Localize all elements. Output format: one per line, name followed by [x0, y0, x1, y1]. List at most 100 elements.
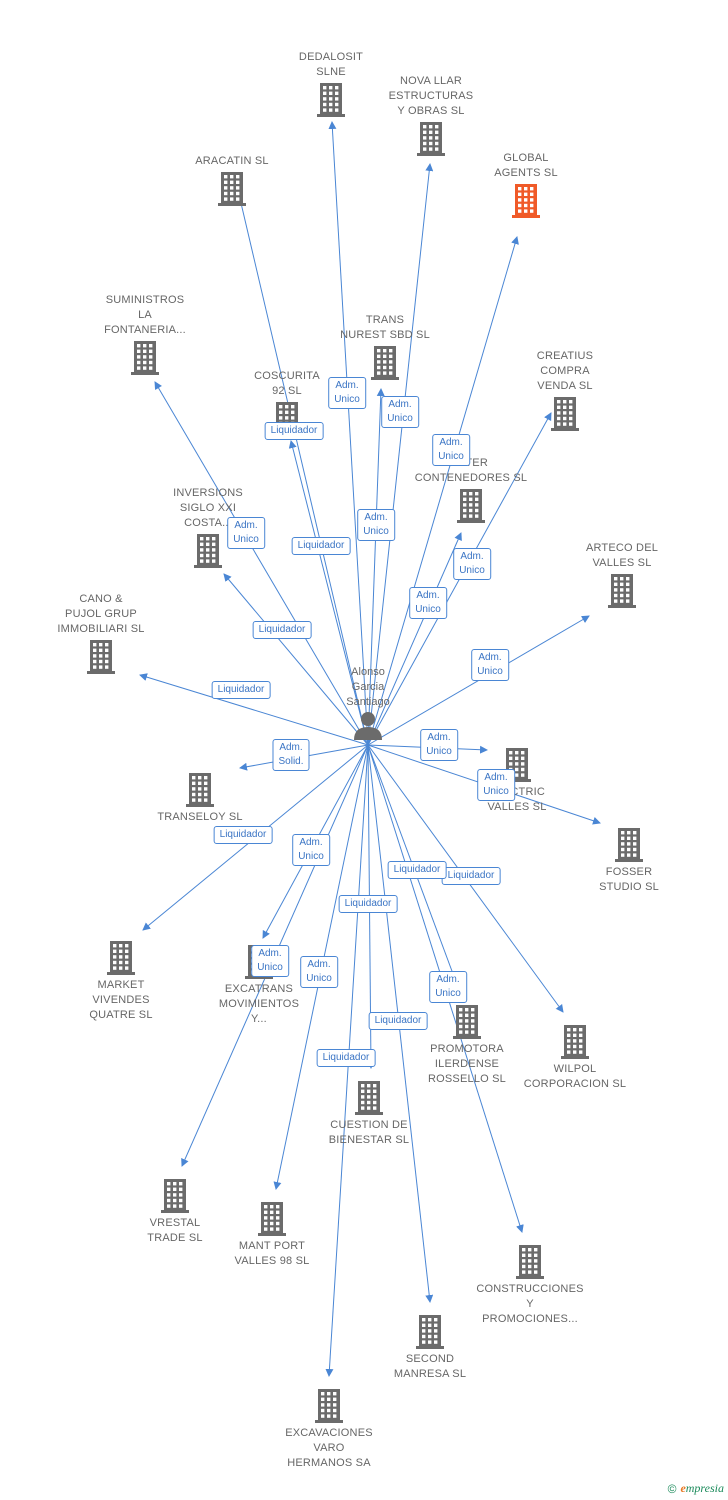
company-node-global-agents[interactable]: GLOBAL AGENTS SL — [466, 151, 586, 221]
building-icon — [608, 574, 636, 608]
company-node-suministros[interactable]: SUMINISTROS LA FONTANERIA... — [85, 293, 205, 378]
company-label: SECOND MANRESA SL — [393, 1353, 467, 1380]
relation-badge-creatius[interactable]: Adm. Unico — [453, 548, 491, 580]
building-icon — [417, 122, 445, 156]
building-icon — [416, 1315, 444, 1349]
company-label: MANT PORT VALLES 98 SL — [234, 1240, 310, 1267]
company-label: WILPOL CORPORACION SL — [523, 1063, 627, 1090]
company-label: INTER CONTENEDORES SL — [414, 457, 528, 484]
relation-badge-inversions[interactable]: Liquidador — [252, 621, 312, 639]
relation-badge-promotora[interactable]: Liquidador — [441, 867, 501, 885]
company-node-vrestal[interactable]: VRESTAL TRADE SL — [115, 1176, 235, 1246]
company-label: EXCATRANS MOVIMIENTOS Y... — [218, 983, 300, 1025]
relation-badge-cano-pujol[interactable]: Liquidador — [211, 681, 271, 699]
company-node-inter-contenedores[interactable]: INTER CONTENEDORES SL — [411, 456, 531, 526]
building-icon — [161, 1179, 189, 1213]
company-node-excavaciones[interactable]: EXCAVACIONES VARO HERMANOS SA — [269, 1386, 389, 1471]
company-node-aracatin[interactable]: ARACATIN SL — [172, 154, 292, 209]
relation-badge-nova-llar[interactable]: Adm. Unico — [381, 396, 419, 428]
relation-badge-coscurita[interactable]: Liquidador — [264, 422, 324, 440]
company-label: CANO & PUJOL GRUP IMMOBILIARI SL — [57, 593, 145, 635]
company-label: GLOBAL AGENTS SL — [494, 152, 558, 179]
company-node-arteco[interactable]: ARTECO DEL VALLES SL — [562, 541, 682, 611]
building-icon — [315, 1389, 343, 1423]
relation-badge-arteco[interactable]: Adm. Unico — [471, 649, 509, 681]
company-node-market-vivendes[interactable]: MARKET VIVENDES QUATRE SL — [61, 938, 181, 1023]
brand-logo[interactable]: empresia — [680, 1481, 724, 1495]
relation-badge-cuestion[interactable]: Liquidador — [368, 1012, 428, 1030]
relation-badge-market-vivendes[interactable]: Liquidador — [213, 826, 273, 844]
footer-brand: © empresia — [668, 1481, 724, 1496]
company-label: ARTECO DEL VALLES SL — [585, 542, 659, 569]
company-node-transeloy[interactable]: TRANSELOY SL — [140, 770, 260, 825]
relation-badge-wilpol[interactable]: Liquidador — [338, 895, 398, 913]
building-icon — [107, 941, 135, 975]
relation-badge-electric-valles[interactable]: Adm. Unico — [420, 729, 458, 761]
edge-suministros — [154, 381, 369, 746]
relation-badge-inter-contenedores[interactable]: Adm. Unico — [409, 587, 447, 619]
company-node-cuestion[interactable]: CUESTION DE BIENESTAR SL — [309, 1078, 429, 1148]
company-label: EXCAVACIONES VARO HERMANOS SA — [285, 1427, 373, 1469]
person-icon — [354, 712, 382, 740]
company-label: DEDALOSIT SLNE — [298, 51, 364, 78]
company-node-cano-pujol[interactable]: CANO & PUJOL GRUP IMMOBILIARI SL — [41, 592, 161, 677]
building-icon — [551, 397, 579, 431]
center-person[interactable]: Alonso Garcia Santiago — [318, 665, 418, 740]
building-icon — [218, 172, 246, 206]
company-node-nova-llar[interactable]: NOVA LLAR ESTRUCTURAS Y OBRAS SL — [371, 74, 491, 159]
relation-badge-transeloy[interactable]: Adm. Solid. — [272, 739, 310, 771]
company-label: CONSTRUCCIONES Y PROMOCIONES... — [476, 1283, 584, 1325]
relation-badge-vrestal[interactable]: Adm. Unico — [251, 945, 289, 977]
building-icon — [87, 640, 115, 674]
company-node-electric-valles[interactable]: ELECTRIC VALLES SL — [457, 745, 577, 815]
building-icon — [615, 828, 643, 862]
edge-inversions — [223, 573, 369, 746]
building-icon — [355, 1081, 383, 1115]
building-icon — [561, 1025, 589, 1059]
company-node-promotora[interactable]: PROMOTORA ILERDENSE ROSSELLO SL — [407, 1002, 527, 1087]
edge-nova-llar — [367, 163, 434, 746]
edge-global-agents — [367, 236, 519, 746]
company-node-wilpol[interactable]: WILPOL CORPORACION SL — [515, 1022, 635, 1092]
relation-badge-excavaciones[interactable]: Liquidador — [387, 861, 447, 879]
edge-inter-contenedores — [367, 532, 462, 746]
company-label: ARACATIN SL — [195, 155, 269, 167]
company-node-trans-nurest[interactable]: TRANS NUREST SBD SL — [325, 313, 445, 383]
relation-badge-suministros[interactable]: Adm. Unico — [227, 517, 265, 549]
company-label: INVERSIONS SIGLO XXI COSTA... — [173, 487, 243, 529]
building-icon — [194, 534, 222, 568]
company-node-inversions[interactable]: INVERSIONS SIGLO XXI COSTA... — [148, 486, 268, 571]
company-node-fosser[interactable]: FOSSER STUDIO SL — [569, 825, 689, 895]
building-icon — [371, 346, 399, 380]
relation-badge-global-agents[interactable]: Adm. Unico — [432, 434, 470, 466]
edge-coscurita — [288, 440, 369, 746]
company-node-second-manresa[interactable]: SECOND MANRESA SL — [370, 1312, 490, 1382]
relation-badge-mant-port[interactable]: Adm. Unico — [300, 956, 338, 988]
edge-cano-pujol — [139, 673, 369, 746]
building-icon — [512, 184, 540, 218]
relation-badge-aracatin[interactable]: Liquidador — [291, 537, 351, 555]
relation-badge-second-manresa[interactable]: Liquidador — [316, 1049, 376, 1067]
edge-aracatin — [234, 185, 369, 746]
building-icon — [516, 1245, 544, 1279]
company-node-creatius[interactable]: CREATIUS COMPRA VENDA SL — [505, 349, 625, 434]
relation-badge-dedalosit[interactable]: Adm. Unico — [328, 377, 366, 409]
building-icon — [453, 1005, 481, 1039]
copyright-symbol: © — [667, 1481, 677, 1496]
company-label: FOSSER STUDIO SL — [599, 866, 659, 893]
relation-badge-trans-nurest[interactable]: Adm. Unico — [357, 509, 395, 541]
edge-dedalosit — [328, 121, 369, 746]
relation-badge-excatrans[interactable]: Adm. Unico — [292, 834, 330, 866]
company-label: MARKET VIVENDES QUATRE SL — [89, 979, 153, 1021]
company-label: CUESTION DE BIENESTAR SL — [328, 1119, 410, 1146]
company-node-construcciones[interactable]: CONSTRUCCIONES Y PROMOCIONES... — [470, 1242, 590, 1327]
edge-trans-nurest — [367, 388, 385, 746]
person-name: Alonso Garcia Santiago — [346, 666, 390, 708]
company-node-mant-port[interactable]: MANT PORT VALLES 98 SL — [212, 1199, 332, 1269]
relation-badge-construcciones[interactable]: Adm. Unico — [429, 971, 467, 1003]
relation-badge-fosser[interactable]: Adm. Unico — [477, 769, 515, 801]
company-label: SUMINISTROS LA FONTANERIA... — [104, 294, 186, 336]
company-node-dedalosit[interactable]: DEDALOSIT SLNE — [271, 50, 391, 120]
